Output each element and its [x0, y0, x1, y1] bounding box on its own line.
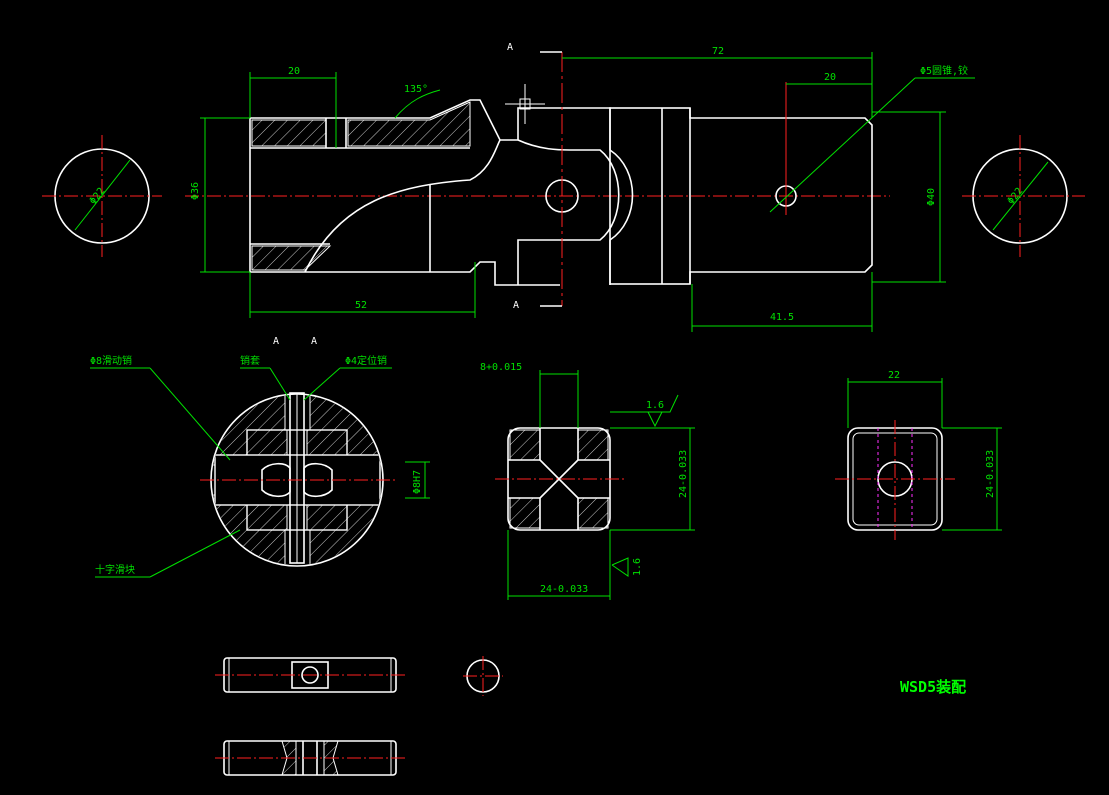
- yoke-inner: [517, 139, 620, 285]
- section-mark-right: A: [311, 336, 317, 347]
- pin-views: [215, 656, 503, 776]
- label-slide-pin: Φ8滑动销: [90, 354, 132, 367]
- label-locating-pin: Φ4定位销: [345, 354, 387, 367]
- section-mark-top: A: [507, 42, 513, 53]
- roughness-bottom: 1.6: [632, 558, 643, 576]
- dim-length-left: 52: [355, 300, 367, 311]
- roughness-top: 1.6: [646, 400, 664, 411]
- block-view: 8+0.015 24-0.033 24-0.033 1.6 1.6: [480, 362, 695, 600]
- block-dim-width: 24-0.033: [540, 584, 588, 595]
- section-view: A A Φ8H7 Φ8滑动销 销套 Φ4: [90, 336, 430, 578]
- main-dimensions: 20 135° Φ36 52 72 20 Φ40 41.5 Φ5圆锥,铰 A A: [190, 42, 975, 332]
- left-circle-dim: Φ22: [88, 186, 108, 207]
- hatch-mid-top: [347, 101, 471, 147]
- hatch-left-top: [251, 119, 327, 147]
- right-circle-dim: Φ22: [1006, 186, 1026, 207]
- right-body: [689, 108, 873, 284]
- inner-curve: [304, 139, 501, 273]
- dim-left-bore: 20: [288, 66, 300, 77]
- drawing-title: WSD5装配: [900, 678, 966, 696]
- block-dim-height: 24-0.033: [678, 450, 689, 498]
- square-dim-width: 22: [888, 370, 900, 381]
- section-mark-bottom: A: [513, 300, 519, 311]
- block-dim-slot: 8+0.015: [480, 362, 522, 373]
- label-sleeve: 销套: [240, 354, 260, 367]
- dim-total: 72: [712, 46, 724, 57]
- dim-pin-offset: 20: [824, 72, 836, 83]
- square-view: 22 24-0.033: [835, 370, 1002, 540]
- note-pin: Φ5圆锥,铰: [920, 64, 968, 77]
- right-collar: [609, 107, 691, 285]
- section-mark-left: A: [273, 336, 279, 347]
- dim-length-right: 41.5: [770, 312, 794, 323]
- cursor-box: [519, 98, 531, 110]
- dim-height-left: Φ36: [190, 182, 201, 200]
- main-view: [185, 51, 890, 307]
- hatch-left-bottom: [251, 245, 332, 271]
- square-dim-height: 24-0.033: [985, 450, 996, 498]
- dim-height-right: Φ40: [926, 188, 937, 206]
- left-circle-view: Φ22: [42, 135, 162, 257]
- right-circle-view: Φ22: [962, 135, 1085, 257]
- section-dim-bore: Φ8H7: [412, 470, 423, 494]
- dim-angle: 135°: [404, 84, 428, 95]
- label-cross-block: 十字滑块: [95, 563, 135, 576]
- left-body-outline-top: [250, 99, 560, 141]
